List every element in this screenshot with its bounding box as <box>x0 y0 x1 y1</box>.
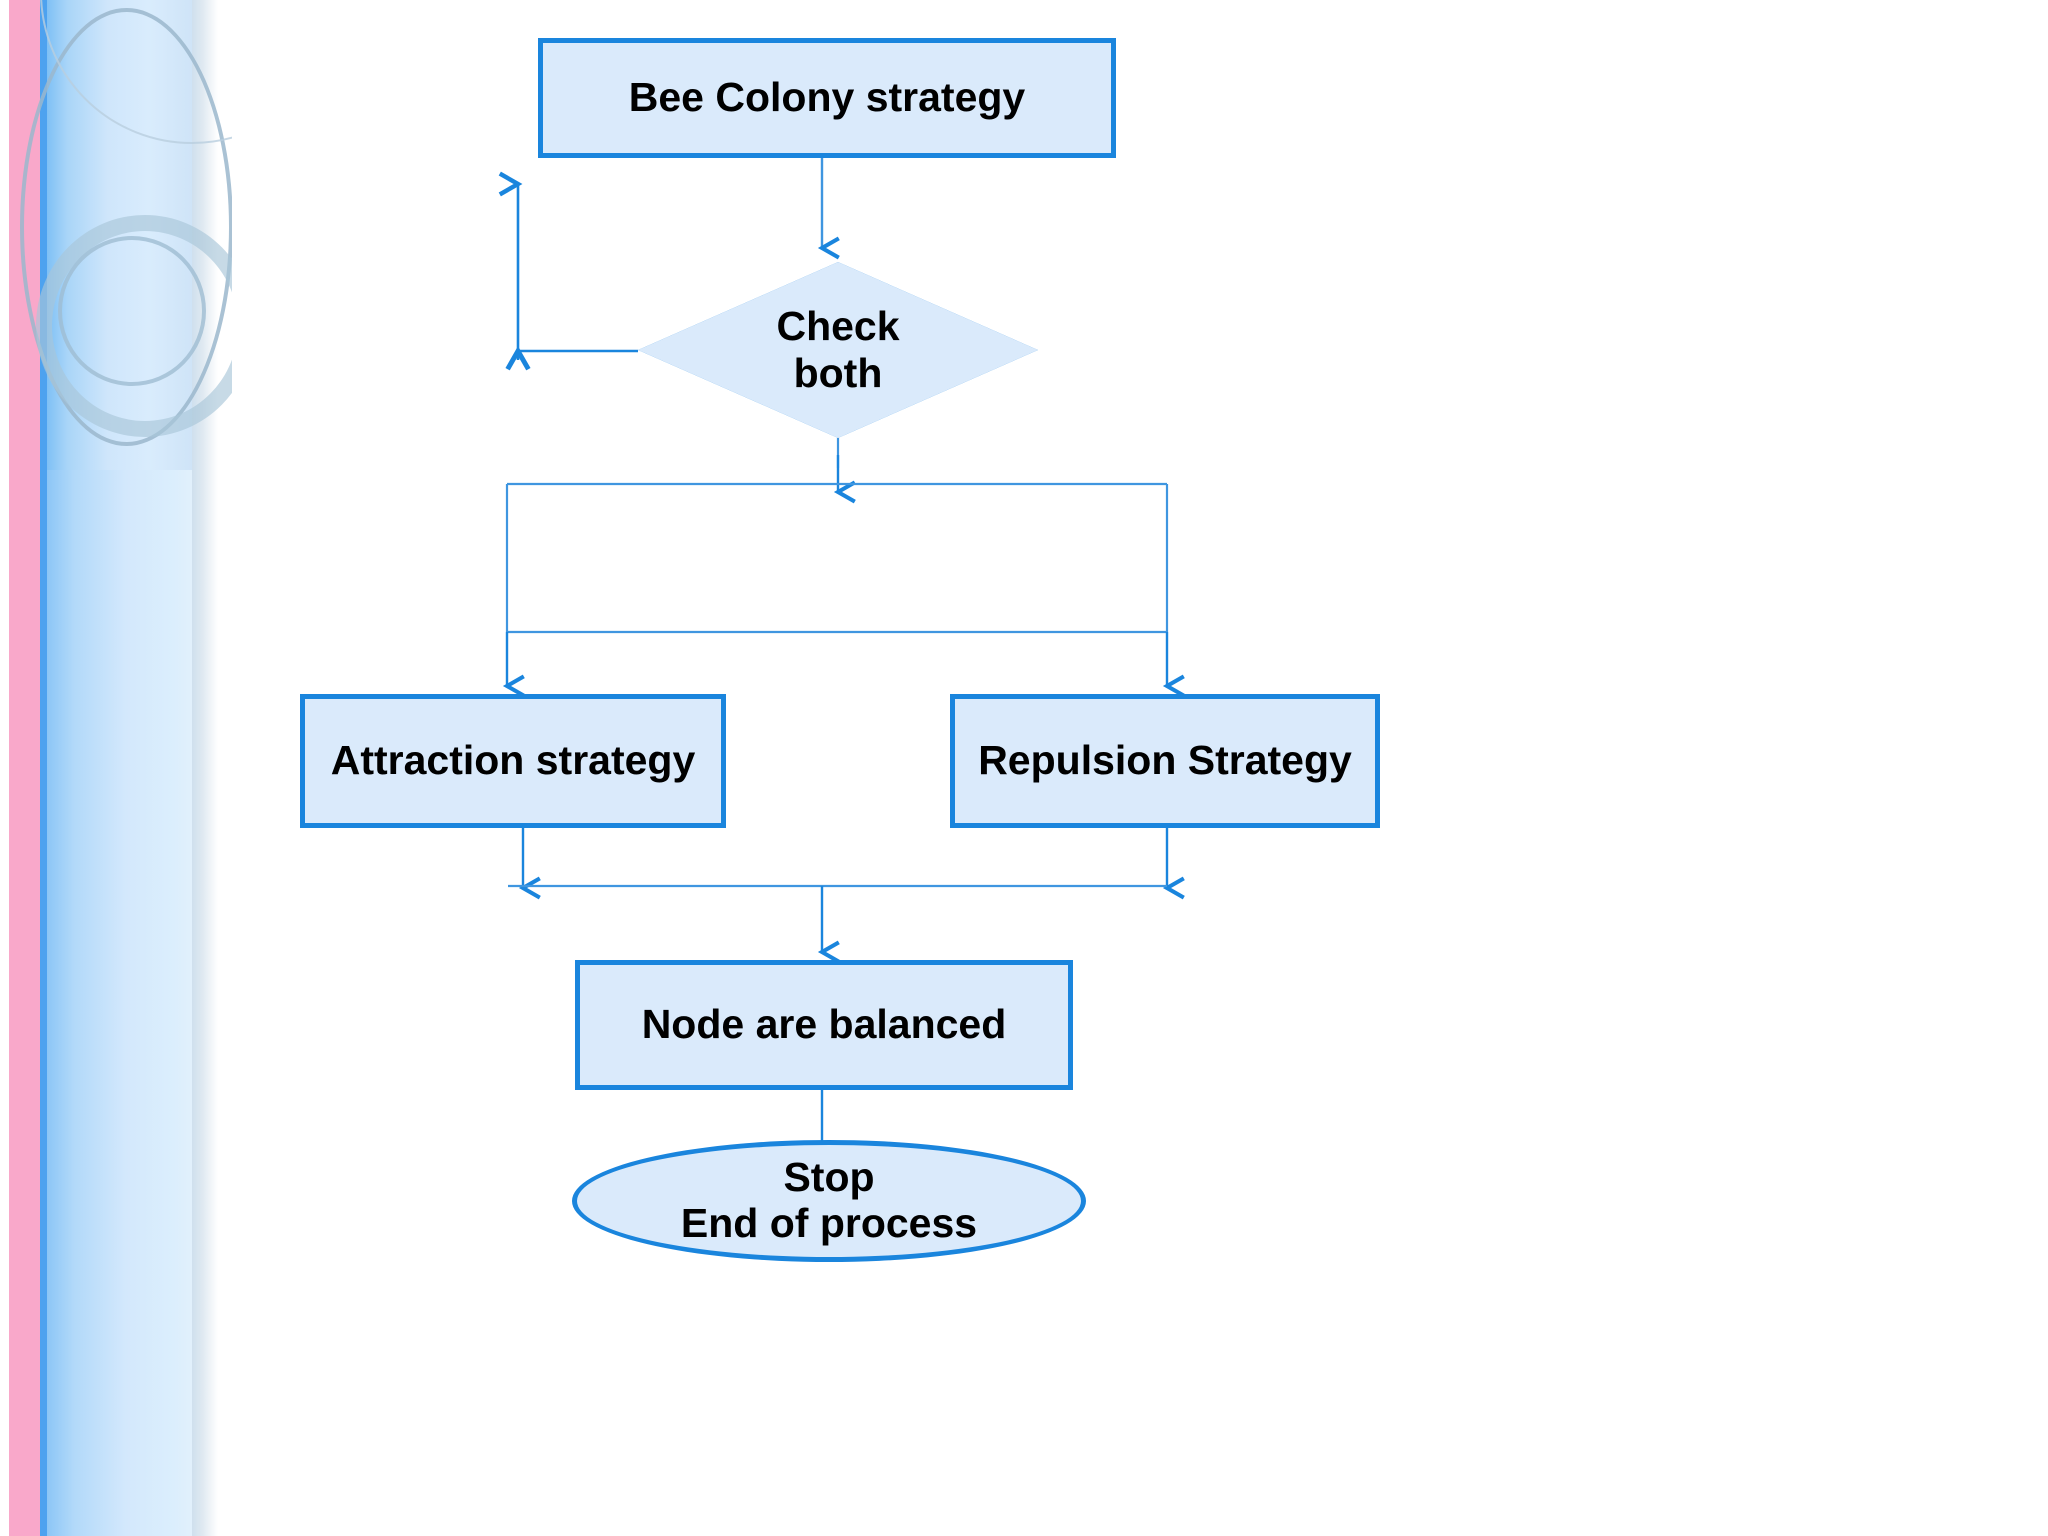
node-stop-label-group: Stop End of process <box>680 1154 978 1247</box>
node-check-both-line2: both <box>793 350 883 396</box>
node-bee-colony-strategy-label: Bee Colony strategy <box>628 74 1026 121</box>
edge-check-feedback-to-bee <box>498 171 638 371</box>
node-stop-line2: End of process <box>680 1200 978 1246</box>
node-bee-colony-strategy[interactable]: Bee Colony strategy <box>538 38 1116 158</box>
sidebar-blue-edge <box>40 0 47 1536</box>
node-repulsion-strategy-label: Repulsion Strategy <box>978 737 1352 784</box>
sidebar-white-margin <box>0 0 9 1536</box>
node-check-both[interactable]: Check both <box>638 262 1038 438</box>
node-check-both-line1: Check <box>776 302 900 349</box>
decorative-sidebar <box>0 0 232 1536</box>
edge-check-split <box>505 438 1169 634</box>
sidebar-lower-gradient <box>47 470 218 1536</box>
node-stop-end-of-process[interactable]: Stop End of process <box>572 1140 1086 1262</box>
circle-decoration-small-icon <box>58 236 206 386</box>
node-repulsion-strategy[interactable]: Repulsion Strategy <box>950 694 1380 828</box>
node-stop-line1: Stop <box>783 1154 875 1201</box>
node-node-are-balanced-label: Node are balanced <box>641 1001 1007 1048</box>
node-node-are-balanced[interactable]: Node are balanced <box>575 960 1073 1090</box>
node-attraction-strategy[interactable]: Attraction strategy <box>300 694 726 828</box>
node-attraction-strategy-label: Attraction strategy <box>330 737 696 784</box>
node-check-both-label: Check both <box>638 262 1038 438</box>
